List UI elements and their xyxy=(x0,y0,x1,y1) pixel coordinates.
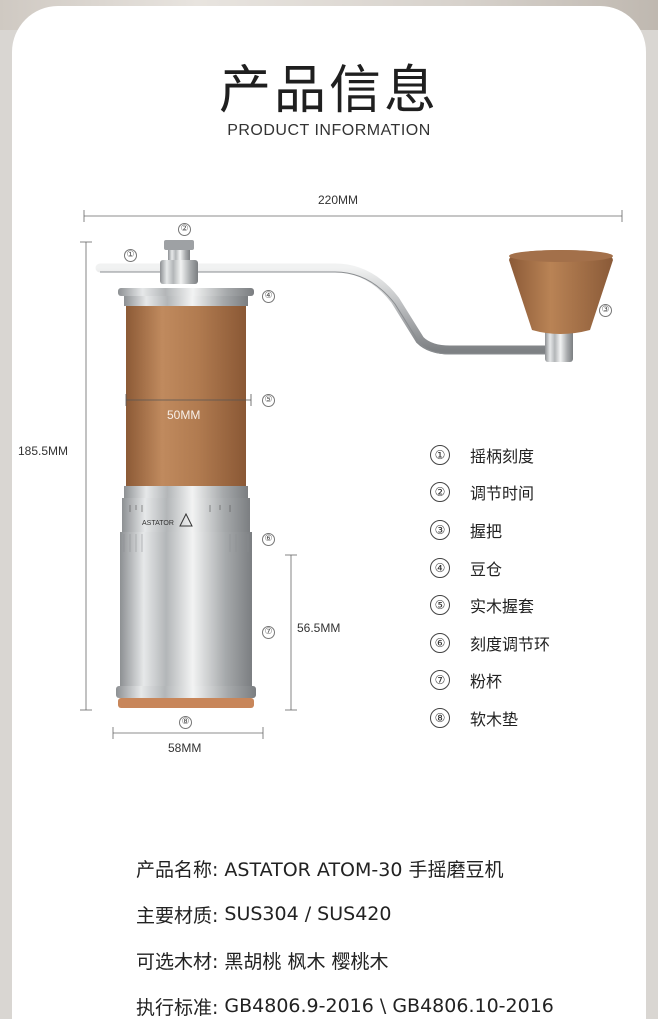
legend-number: ⑦ xyxy=(430,670,450,691)
cup-height-label: 56.5MM xyxy=(297,621,341,635)
legend-number: ⑥ xyxy=(430,632,450,653)
knob-ferrule xyxy=(545,328,573,362)
spec-key: 执行标准: xyxy=(136,996,219,1019)
legend-label: 刻度调节环 xyxy=(470,634,551,654)
legend-label: 调节时间 xyxy=(470,484,535,504)
marker-2: ② xyxy=(178,223,191,236)
legend-item: ③ 握把 xyxy=(430,511,630,549)
diameter-label: 50MM xyxy=(167,408,201,422)
dimension-width-line xyxy=(83,210,623,222)
spec-row-material: 主要材质: SUS304 / SUS420 xyxy=(136,891,636,937)
base-diameter-label: 58MM xyxy=(168,741,202,755)
spec-value: SUS304 / SUS420 xyxy=(224,903,392,925)
legend-number: ⑤ xyxy=(430,595,450,616)
spec-key: 产品名称: xyxy=(136,858,219,881)
page-subtitle: PRODUCT INFORMATION xyxy=(227,122,431,139)
legend-label: 软木垫 xyxy=(470,709,519,729)
marker-6: ⑥ xyxy=(262,533,275,546)
dimension-base-line xyxy=(112,727,264,739)
legend-item: ⑧ 软木垫 xyxy=(430,699,630,737)
grind-ring xyxy=(120,532,252,554)
marker-7: ⑦ xyxy=(262,626,275,639)
adjust-knob xyxy=(164,240,194,250)
legend-item: ④ 豆仓 xyxy=(430,549,630,587)
legend-number: ③ xyxy=(430,519,450,540)
spec-row-standard: 执行标准: GB4806.9-2016 \ GB4806.10-2016 xyxy=(136,983,636,1019)
legend-label: 握把 xyxy=(470,521,503,541)
dimension-height-line xyxy=(80,241,92,711)
legend-label: 实木握套 xyxy=(470,597,535,617)
legend-item: ⑤ 实木握套 xyxy=(430,586,630,624)
legend-item: ⑥ 刻度调节环 xyxy=(430,624,630,662)
knob-wood xyxy=(509,250,613,334)
brand-engraving: ASTATOR xyxy=(142,520,174,527)
spec-key: 可选木材: xyxy=(136,950,219,973)
width-label: 220MM xyxy=(318,193,359,207)
spec-value: 黑胡桃 枫木 樱桃木 xyxy=(224,950,389,973)
legend-number: ① xyxy=(430,444,450,465)
parts-legend: ① 摇柄刻度 ② 调节时间 ③ 握把 ④ 豆仓 ⑤ 实木握套 ⑥ 刻度调节环 ⑦… xyxy=(430,436,630,737)
spec-key: 主要材质: xyxy=(136,904,219,927)
legend-item: ① 摇柄刻度 xyxy=(430,436,630,474)
hopper-lid xyxy=(118,288,254,296)
content-card xyxy=(12,6,646,1019)
powder-cup xyxy=(120,554,252,686)
legend-number: ⑧ xyxy=(430,707,450,728)
grinder-illustration: ASTATOR xyxy=(80,210,623,739)
marker-1: ① xyxy=(124,249,137,262)
dimension-cup-line xyxy=(285,554,297,711)
spec-row-wood: 可选木材: 黑胡桃 枫木 樱桃木 xyxy=(136,937,636,983)
spec-list: 产品名称: ASTATOR ATOM-30 手摇磨豆机 主要材质: SUS304… xyxy=(136,845,636,1019)
marker-3: ③ xyxy=(599,304,612,317)
legend-number: ④ xyxy=(430,557,450,578)
legend-number: ② xyxy=(430,482,450,503)
spec-value: ASTATOR ATOM-30 手摇磨豆机 xyxy=(224,858,504,881)
marker-4: ④ xyxy=(262,290,275,303)
page-title: 产品信息 xyxy=(218,61,439,121)
legend-label: 粉杯 xyxy=(470,672,503,692)
legend-label: 摇柄刻度 xyxy=(470,446,535,466)
spec-row-name: 产品名称: ASTATOR ATOM-30 手摇磨豆机 xyxy=(136,845,636,891)
marker-5: ⑤ xyxy=(262,394,275,407)
cork-pad xyxy=(118,698,254,708)
legend-item: ⑦ 粉杯 xyxy=(430,662,630,700)
height-label: 185.5MM xyxy=(18,444,69,458)
spec-value: GB4806.9-2016 \ GB4806.10-2016 xyxy=(224,995,554,1017)
legend-label: 豆仓 xyxy=(470,559,503,579)
legend-item: ② 调节时间 xyxy=(430,474,630,512)
marker-8: ⑧ xyxy=(179,716,192,729)
brand-logo-icon xyxy=(179,512,193,527)
crank-arm xyxy=(95,263,553,355)
wood-sleeve xyxy=(126,306,246,486)
